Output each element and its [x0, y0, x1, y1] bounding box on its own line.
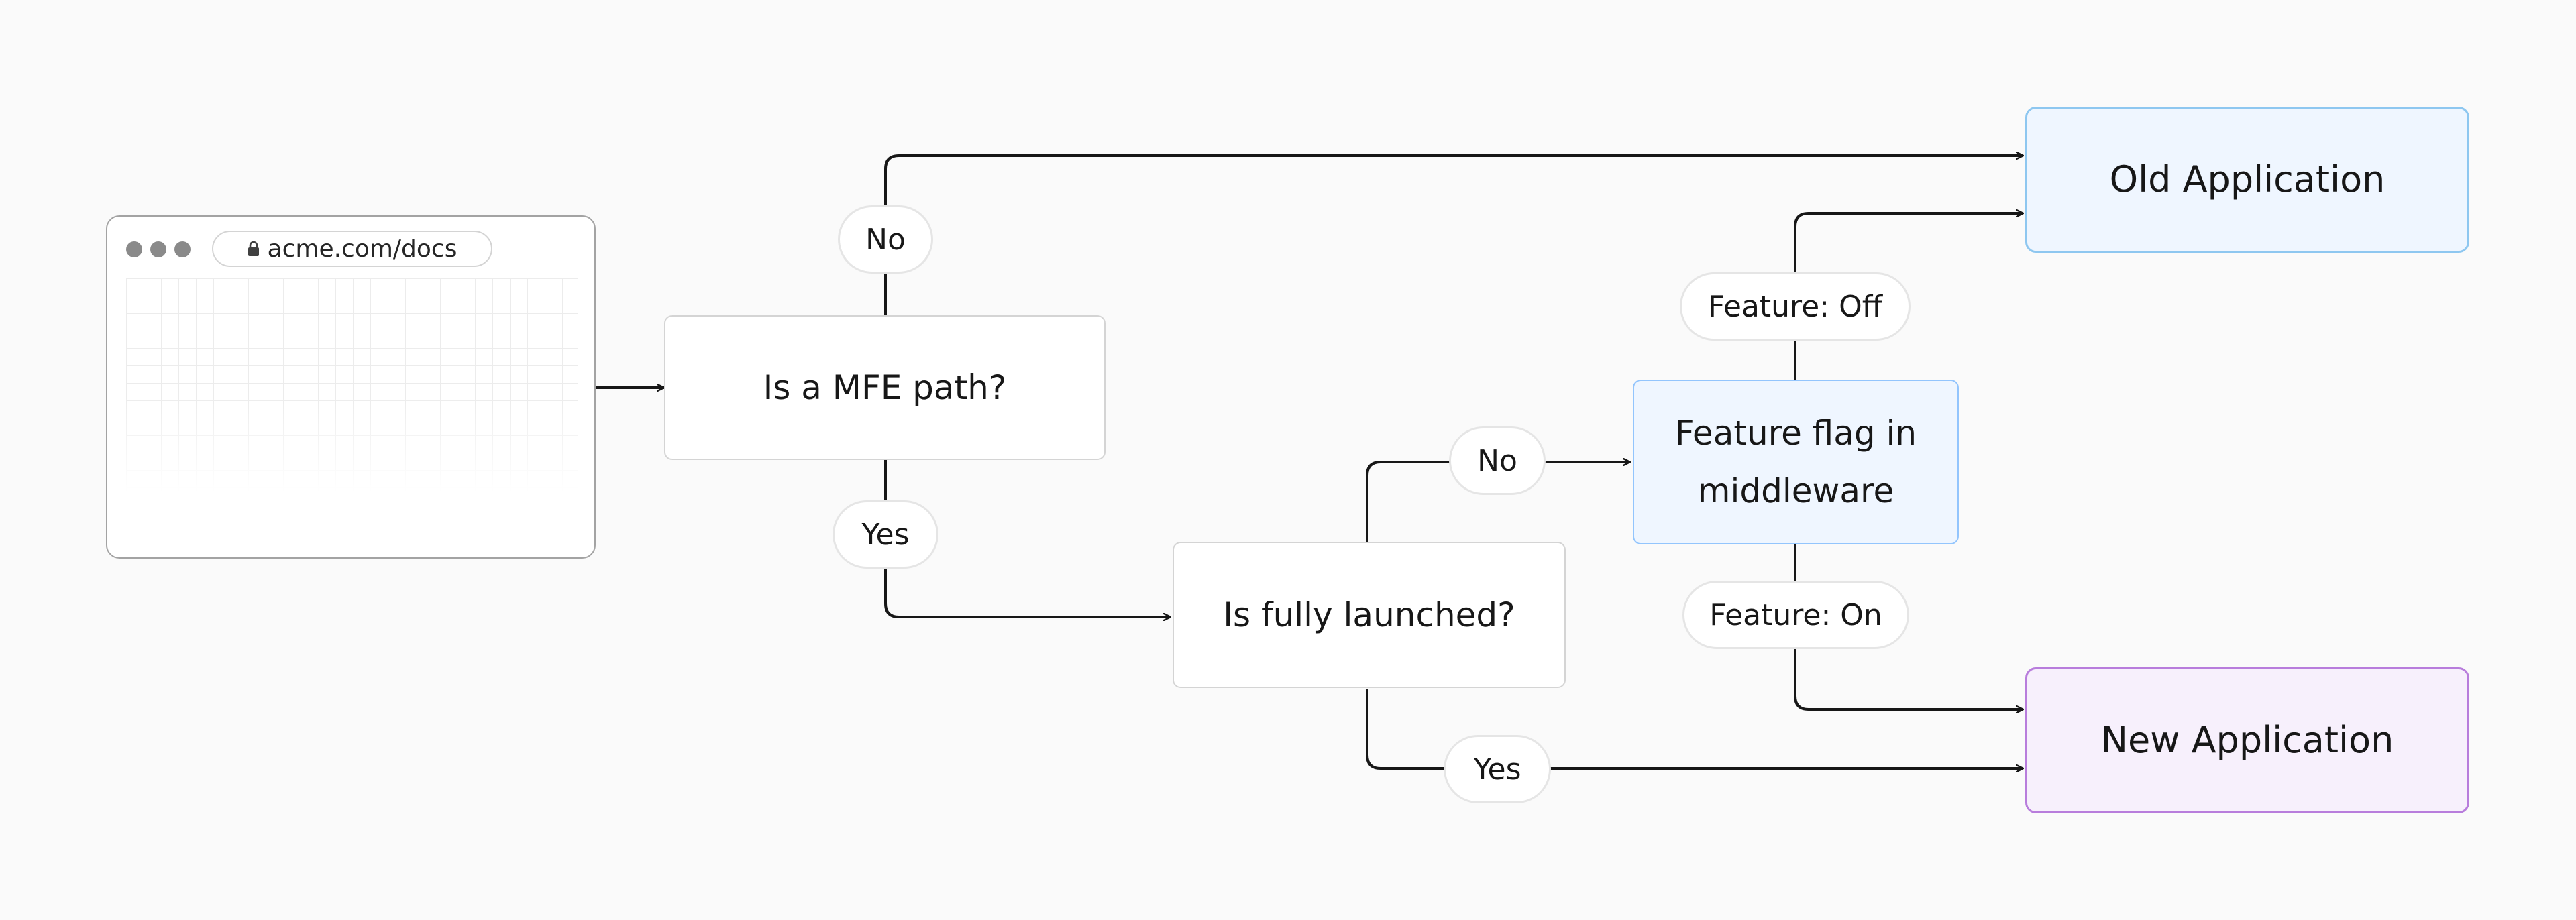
label-mfe-no: No — [838, 205, 933, 274]
feature-flag-middleware: Feature flag in middleware — [1633, 380, 1959, 544]
address-url: acme.com/docs — [267, 235, 458, 263]
address-bar[interactable]: acme.com/docs — [212, 231, 492, 267]
window-dot-icon — [174, 241, 191, 257]
label-feature-off: Feature: Off — [1680, 272, 1911, 341]
page-placeholder-grid — [126, 278, 578, 493]
edge-mfe-yes-to-launched — [884, 460, 1171, 617]
decision-mfe-path: Is a MFE path? — [664, 315, 1106, 460]
browser-window: acme.com/docs — [106, 215, 596, 559]
edge-launched-no-to-flag — [1366, 462, 1630, 542]
window-dot-icon — [126, 241, 142, 257]
window-dot-icon — [150, 241, 166, 257]
label-launched-yes: Yes — [1444, 735, 1551, 803]
edge-flag-off-to-old-app — [1794, 213, 2023, 380]
edge-launched-yes-to-new-app — [1366, 689, 2023, 768]
feature-flag-label-line1: Feature flag in — [1674, 414, 1917, 453]
lock-icon — [248, 241, 259, 256]
decision-mfe-path-label: Is a MFE path? — [763, 368, 1007, 407]
label-feature-on: Feature: On — [1682, 581, 1909, 649]
edge-mfe-no-to-old-app — [884, 156, 2023, 315]
new-application: New Application — [2025, 667, 2469, 813]
feature-flag-label-line2: middleware — [1697, 471, 1894, 510]
label-mfe-yes: Yes — [833, 500, 938, 569]
decision-fully-launched: Is fully launched? — [1173, 542, 1566, 688]
old-application: Old Application — [2025, 107, 2469, 253]
new-application-label: New Application — [2100, 719, 2394, 761]
label-launched-no: No — [1449, 426, 1546, 495]
old-application-label: Old Application — [2109, 158, 2385, 200]
edge-flag-on-to-new-app — [1794, 544, 2023, 709]
decision-fully-launched-label: Is fully launched? — [1223, 595, 1515, 634]
